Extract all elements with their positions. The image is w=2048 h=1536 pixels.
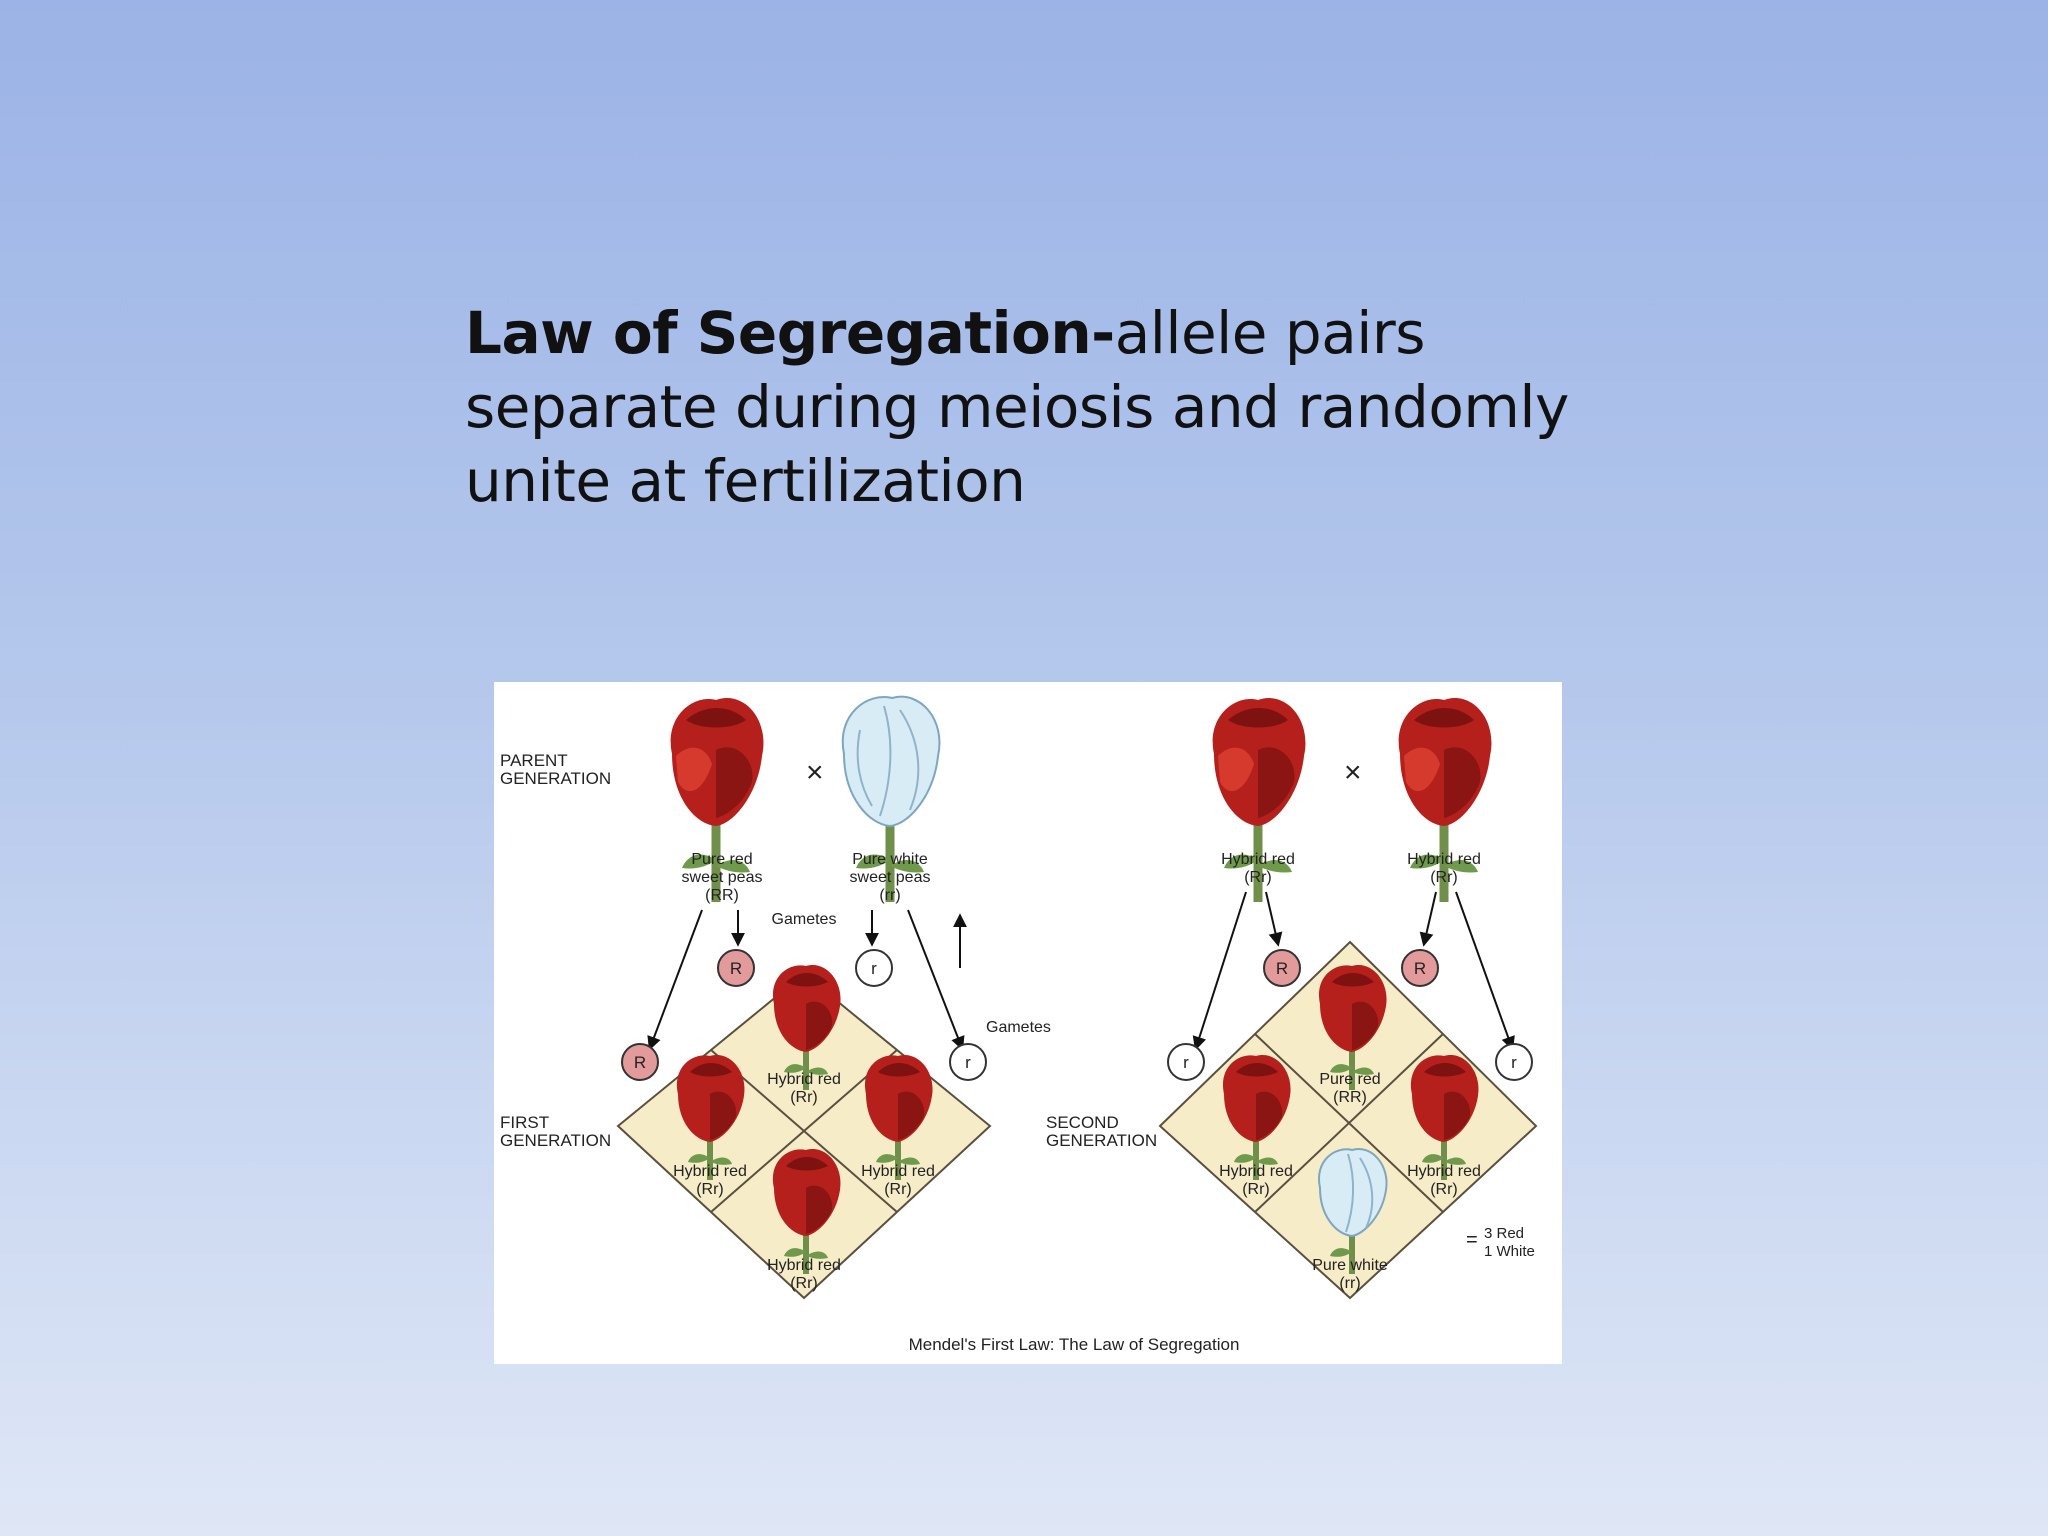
parent2-label-line3: (rr): [879, 887, 900, 904]
cell-top-line2: (Rr): [790, 1089, 818, 1106]
cross-symbol-left: ×: [806, 756, 824, 789]
cross-symbol-right: ×: [1344, 756, 1362, 789]
right-allele-circle-side-left: [1167, 1043, 1205, 1081]
right-cell-bottom-line2: (rr): [1339, 1275, 1360, 1292]
right-allele-circle-side-right: [1495, 1043, 1533, 1081]
right-diagram: × Hybrid red (Rr) Hybrid red (Rr) R R r …: [1046, 698, 1538, 1300]
right-allele-top-right-label: R: [1414, 959, 1426, 978]
diagram-caption: Mendel's First Law: The Law of Segregati…: [909, 1335, 1240, 1354]
ratio-red: 3 Red: [1484, 1225, 1524, 1242]
right-cell-right-line1: Hybrid red: [1407, 1163, 1481, 1180]
right-allele-side-left-label: r: [1183, 1053, 1189, 1072]
allele-top-right-label: r: [871, 959, 877, 978]
parent1-label-line1: Pure red: [691, 851, 752, 868]
slide-title-bold: Law of Segregation-: [465, 299, 1115, 367]
first-generation-label-2: GENERATION: [500, 1131, 611, 1150]
right-cell-right-line2: (Rr): [1430, 1181, 1458, 1198]
parent2-label-line2: sweet peas: [850, 869, 931, 886]
parent-generation-label-2: GENERATION: [500, 769, 611, 788]
allele-circle-side-left: [621, 1043, 659, 1081]
right-cell-top-line1: Pure red: [1319, 1071, 1380, 1088]
right-parent2-line1: Hybrid red: [1407, 851, 1481, 868]
allele-circle-top-right: [855, 949, 893, 987]
parent1-label-line3: (RR): [705, 887, 739, 904]
right-allele-side-right-label: r: [1511, 1053, 1517, 1072]
ratio-white: 1 White: [1484, 1243, 1535, 1260]
right-allele-circle-top-left: [1263, 949, 1301, 987]
allele-circle-side-right: [949, 1043, 987, 1081]
parent-generation-label-1: PARENT: [500, 751, 568, 770]
right-cell-left-line2: (Rr): [1242, 1181, 1270, 1198]
second-generation-punnett-square: [1158, 940, 1538, 1300]
second-generation-label-1: SECOND: [1046, 1113, 1119, 1132]
allele-top-left-label: R: [730, 959, 742, 978]
first-generation-label-1: FIRST: [500, 1113, 549, 1132]
cell-left-line2: (Rr): [696, 1181, 724, 1198]
right-allele-top-left-label: R: [1276, 959, 1288, 978]
cell-right-line1: Hybrid red: [861, 1163, 935, 1180]
cell-right-line2: (Rr): [884, 1181, 912, 1198]
segregation-diagram-svg: PARENT GENERATION × Pure red sweet peas …: [500, 682, 1538, 1354]
gametes-label-top: Gametes: [772, 911, 837, 928]
cell-top-line1: Hybrid red: [767, 1071, 841, 1088]
cell-left-line1: Hybrid red: [673, 1163, 747, 1180]
parent2-label-line1: Pure white: [852, 851, 928, 868]
segregation-diagram: PARENT GENERATION × Pure red sweet peas …: [494, 682, 1562, 1364]
right-cell-bottom-line1: Pure white: [1312, 1257, 1388, 1274]
parent1-label-line2: sweet peas: [682, 869, 763, 886]
slide-title-rest: allele pairs separate during meiosis and…: [465, 299, 1569, 515]
allele-circle-top-left: [717, 949, 755, 987]
right-parent1-line2: (Rr): [1244, 869, 1272, 886]
slide-title: Law of Segregation-allele pairs separate…: [465, 296, 1665, 518]
second-generation-label-2: GENERATION: [1046, 1131, 1157, 1150]
right-cell-top-line2: (RR): [1333, 1089, 1367, 1106]
cell-bottom-line2: (Rr): [790, 1275, 818, 1292]
right-cell-left-line1: Hybrid red: [1219, 1163, 1293, 1180]
cell-bottom-line1: Hybrid red: [767, 1257, 841, 1274]
left-diagram: PARENT GENERATION × Pure red sweet peas …: [500, 697, 1051, 1300]
allele-side-right-label: r: [965, 1053, 971, 1072]
right-allele-circle-top-right: [1401, 949, 1439, 987]
right-parent2-line2: (Rr): [1430, 869, 1458, 886]
right-parent1-line1: Hybrid red: [1221, 851, 1295, 868]
allele-side-left-label: R: [634, 1053, 646, 1072]
gametes-label-side: Gametes: [986, 1019, 1051, 1036]
ratio-equals: =: [1466, 1229, 1478, 1251]
